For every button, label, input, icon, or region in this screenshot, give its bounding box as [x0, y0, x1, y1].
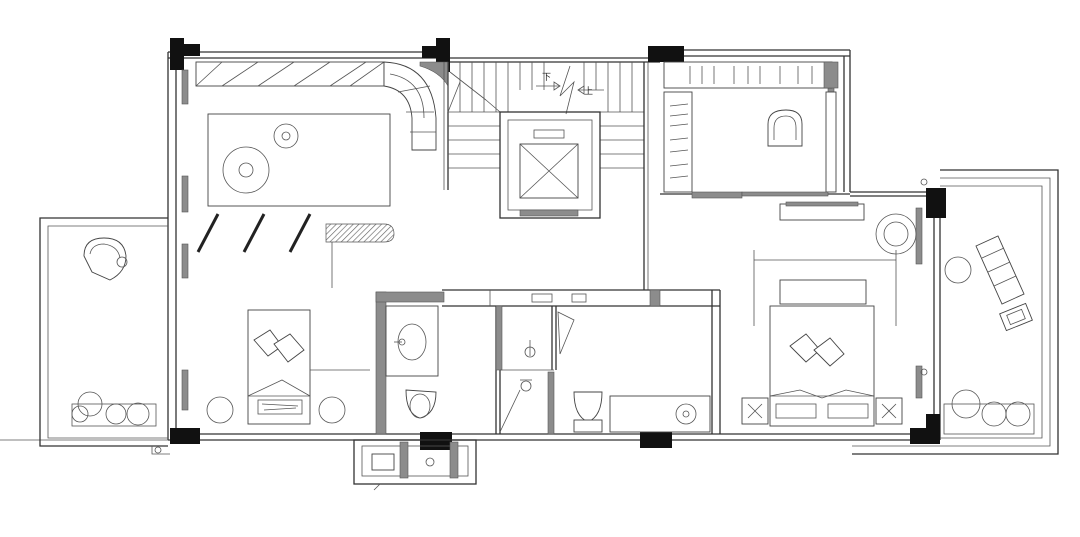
planter-left: [71, 391, 157, 427]
cabinet-top-left: [195, 61, 449, 151]
walk-in-closet: [660, 61, 850, 199]
bar-counter: [325, 223, 395, 288]
day-bed: [206, 309, 370, 425]
stair-down-label: 下: [542, 73, 551, 83]
elevator: [499, 111, 601, 219]
stair-up-label: 上: [584, 86, 593, 97]
staircase: 下 上: [443, 62, 649, 290]
shower-room: [499, 311, 575, 433]
structural-columns: [170, 38, 946, 450]
right-balcony: [852, 169, 1059, 455]
bathroom-left: [385, 305, 439, 419]
lounge-chair-right: [944, 235, 1033, 332]
left-balcony: [39, 217, 170, 455]
interior-walls: [375, 289, 721, 435]
bathroom-right: [573, 391, 711, 433]
lounge-chair-left: [83, 237, 128, 281]
glass-partitions: [196, 213, 312, 253]
master-bedroom: [741, 201, 917, 427]
planter-right: [943, 389, 1035, 435]
dining-table: [207, 113, 391, 207]
utility-shaft: [353, 439, 477, 491]
